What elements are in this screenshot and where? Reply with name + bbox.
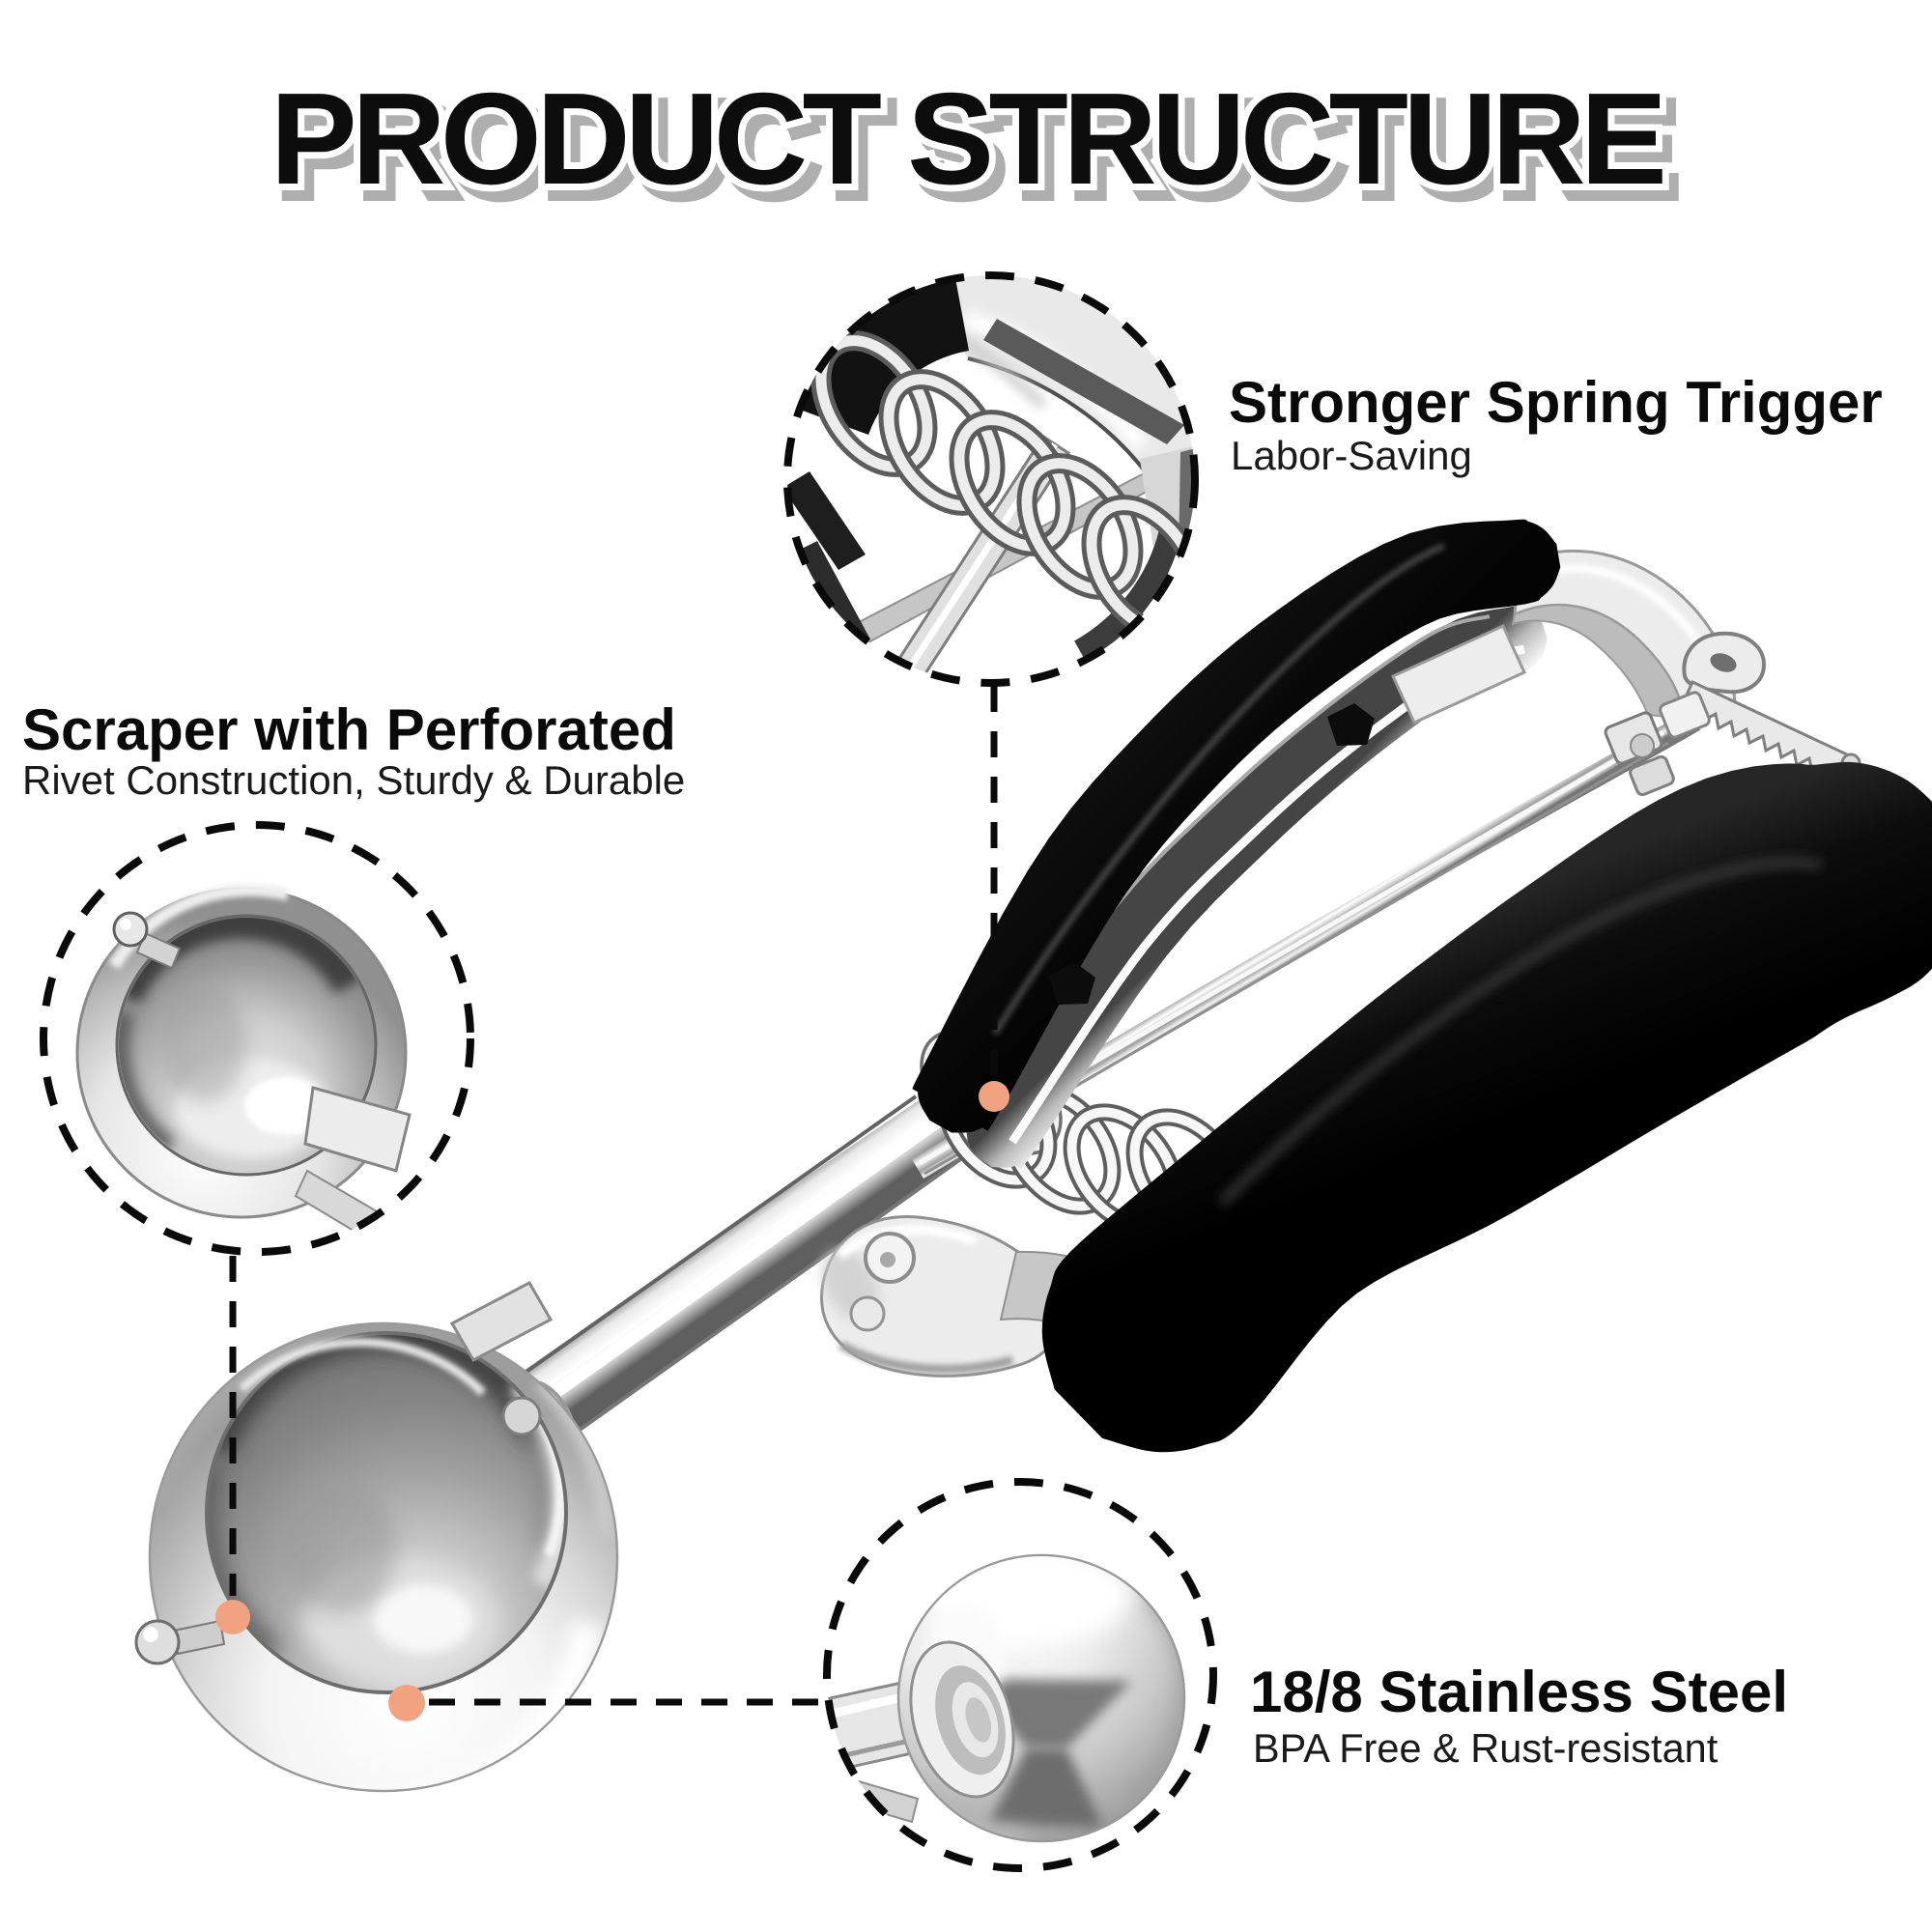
svg-text:Stronger Spring Trigger: Stronger Spring Trigger [1229, 370, 1883, 435]
svg-text:Labor-Saving: Labor-Saving [1231, 433, 1472, 478]
svg-text:PRODUCT STRUCTURE: PRODUCT STRUCTURE [270, 66, 1662, 212]
svg-text:18/8 Stainless Steel: 18/8 Stainless Steel [1250, 1660, 1788, 1724]
svg-text:Scraper with Perforated: Scraper with Perforated [22, 697, 676, 762]
svg-text:BPA Free & Rust-resistant: BPA Free & Rust-resistant [1253, 1725, 1719, 1771]
svg-text:Rivet Construction, Sturdy & D: Rivet Construction, Sturdy & Durable [22, 757, 685, 803]
